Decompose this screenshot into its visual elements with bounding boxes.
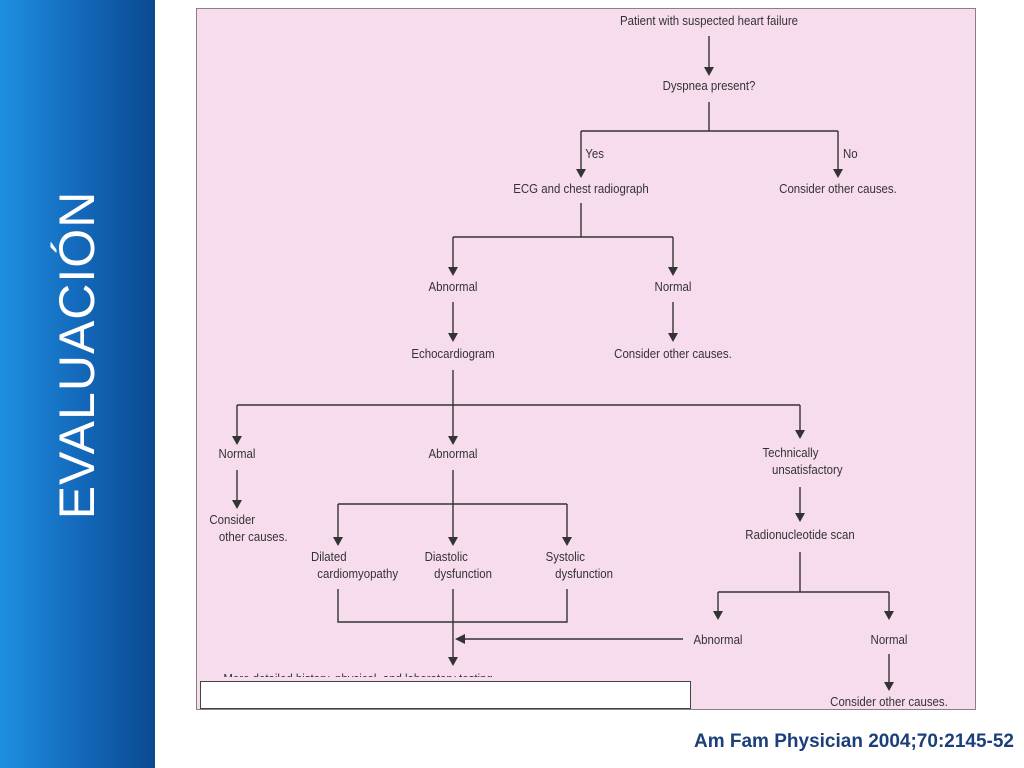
- node-echocardiogram: Echocardiogram: [411, 346, 495, 361]
- node-normal-echo: Normal: [218, 446, 256, 461]
- flowchart: Patient with suspected heart failure Dys…: [196, 8, 976, 710]
- arrow-head: [713, 611, 723, 620]
- node-start: Patient with suspected heart failure: [619, 13, 799, 28]
- arrow-head: [668, 267, 678, 276]
- node-consider-other-causes: Consider other causes.: [779, 181, 897, 196]
- arrow-head: [448, 267, 458, 276]
- node-ecg-radiograph: ECG and chest radiograph: [513, 181, 649, 196]
- sidebar: EVALUACIÓN: [0, 0, 155, 768]
- node-consider-other-causes: Consider other causes.: [614, 346, 732, 361]
- arrow-head: [884, 682, 894, 691]
- label-yes: Yes: [585, 146, 604, 161]
- label-no: No: [842, 146, 858, 161]
- node-technically-unsatisfactory: Technically unsatisfactory: [762, 445, 843, 477]
- arrow-head: [884, 611, 894, 620]
- arrow-head: [232, 500, 242, 509]
- arrow-head: [795, 430, 805, 439]
- arrow-head: [833, 169, 843, 178]
- arrow-head: [576, 169, 586, 178]
- arrow-head: [795, 513, 805, 522]
- node-abnormal-ecg: Abnormal: [428, 279, 478, 294]
- arrow-head: [232, 436, 242, 445]
- arrow-head: [448, 436, 458, 445]
- cover-box: [200, 681, 691, 709]
- arrow-head: [333, 537, 343, 546]
- arrow-head: [704, 67, 714, 76]
- arrow-head: [562, 537, 572, 546]
- citation: Am Fam Physician 2004;70:2145-52: [693, 731, 1014, 752]
- node-dyspnea-question: Dyspnea present?: [662, 78, 756, 93]
- node-dilated-cardiomyopathy: Dilated cardiomyopathy: [310, 549, 399, 581]
- node-radionucleotide-scan: Radionucleotide scan: [745, 527, 855, 542]
- arrow-head: [448, 333, 458, 342]
- node-systolic-dysfunction: Systolic dysfunction: [545, 549, 614, 581]
- node-normal-ecg: Normal: [654, 279, 692, 294]
- node-more-detailed-testing: More detailed history, physical, and lab…: [223, 670, 492, 677]
- node-diastolic-dysfunction: Diastolic dysfunction: [424, 549, 493, 581]
- arrow-head: [668, 333, 678, 342]
- flowchart-connectors: [232, 36, 894, 691]
- arrow-head: [448, 537, 458, 546]
- arrow-head: [455, 634, 465, 644]
- slide-title: EVALUACIÓN: [49, 190, 105, 520]
- node-normal-scan: Normal: [870, 632, 908, 647]
- node-abnormal-echo: Abnormal: [428, 446, 478, 461]
- node-consider-other-causes: Consider other causes.: [209, 512, 288, 544]
- node-abnormal-scan: Abnormal: [693, 632, 743, 647]
- arrow-head: [448, 657, 458, 666]
- node-consider-other-causes: Consider other causes.: [830, 694, 948, 709]
